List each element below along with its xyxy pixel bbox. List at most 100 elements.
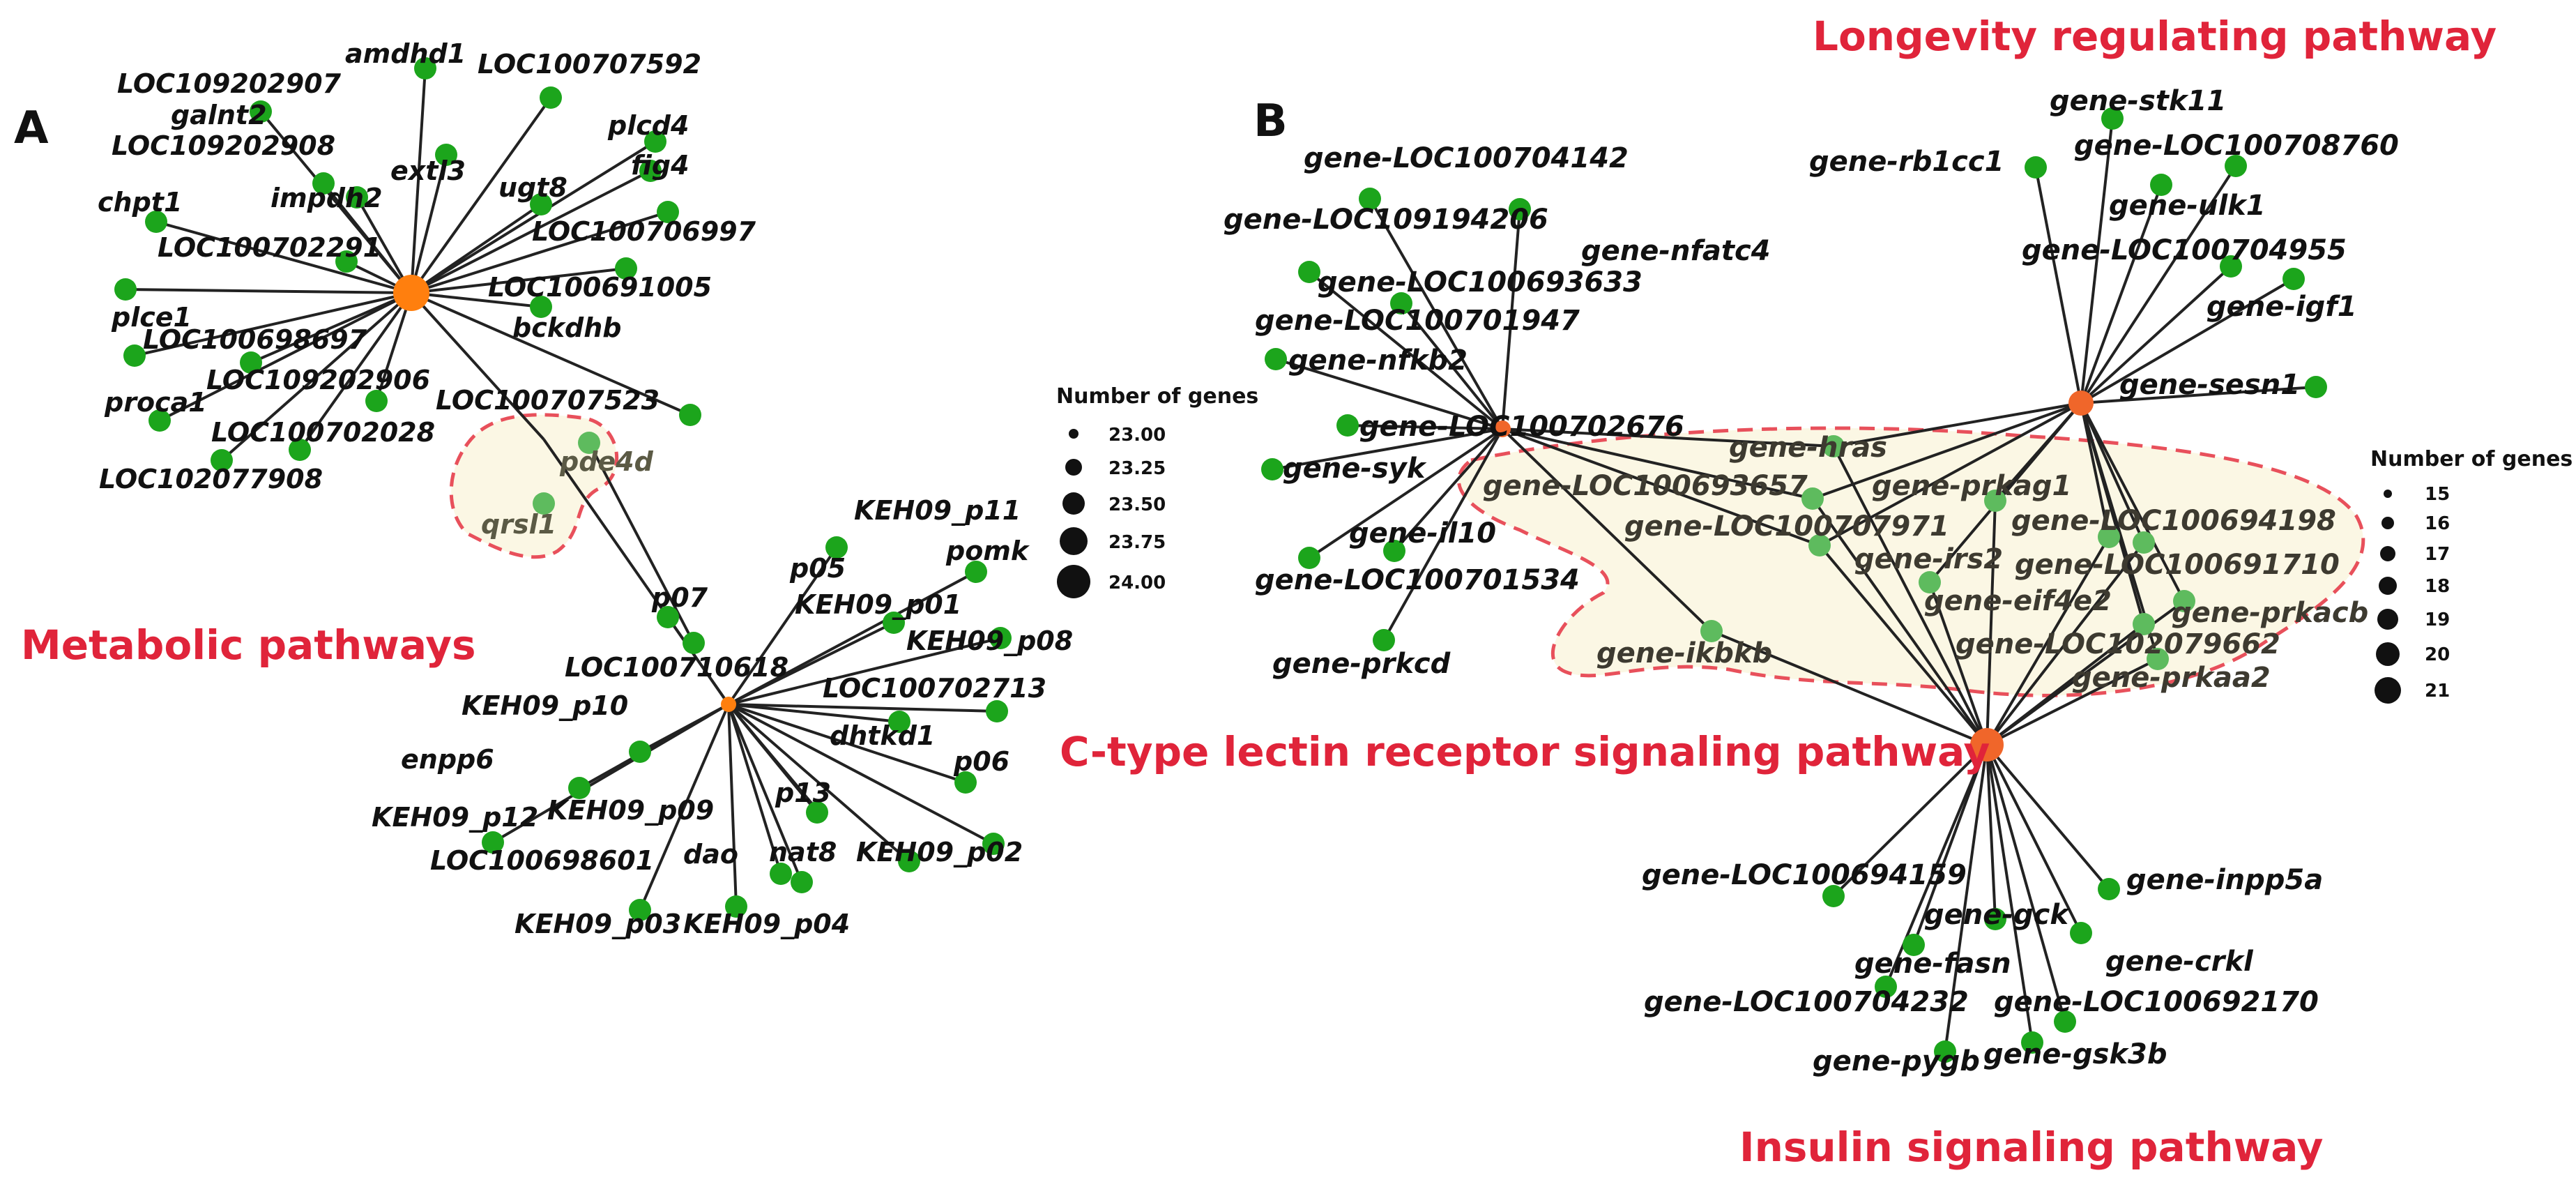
node-il10[interactable] [1383, 540, 1405, 562]
node-ulk1[interactable] [2150, 174, 2172, 196]
label-igf1: gene-igf1 [2207, 291, 2357, 323]
node-gck[interactable] [1984, 908, 2006, 930]
label-ugt8: ugt8 [498, 172, 567, 203]
node-pde4d[interactable] [578, 432, 600, 454]
node-KEH09_p09[interactable] [568, 777, 590, 799]
node-prkcd[interactable] [1373, 629, 1395, 651]
node-crkl[interactable] [2070, 922, 2092, 944]
node-p06[interactable] [954, 771, 977, 794]
node-LOC100702713[interactable] [986, 700, 1008, 722]
hub-node-longevity[interactable] [2068, 391, 2094, 416]
node-syk[interactable] [1261, 458, 1283, 480]
highlight-region-a [449, 413, 619, 559]
hub-node-ctype[interactable] [1494, 420, 1511, 437]
node-plce1[interactable] [114, 278, 137, 301]
node-prkacb[interactable] [2173, 590, 2195, 612]
node-dao[interactable] [791, 871, 813, 893]
node-nfatc4[interactable] [1509, 198, 1531, 220]
node-prkaa2[interactable] [2147, 648, 2169, 670]
node-KEH09_p03[interactable] [629, 899, 651, 921]
node-ikbkb[interactable] [1700, 620, 1723, 642]
node-LOC100691710[interactable] [2133, 531, 2155, 554]
label-KEH09_p03: KEH09_p03 [515, 909, 681, 939]
node-LOC109194206[interactable] [1298, 261, 1320, 283]
node-fasn[interactable] [1903, 934, 1925, 956]
node-hras[interactable] [1822, 435, 1845, 457]
legend-b: Number of genes 15 16 17 18 19 20 21 [2370, 447, 2573, 704]
node-dhtkd1[interactable] [888, 711, 910, 733]
node-LOC100692170[interactable] [2054, 1010, 2076, 1033]
node-LOC100691005[interactable] [615, 257, 637, 280]
node-fig4[interactable] [644, 130, 666, 153]
node-LOC100701534[interactable] [1298, 547, 1320, 569]
node-KEH09_p01[interactable] [883, 612, 905, 634]
node-p07[interactable] [657, 606, 679, 628]
node-LOC100702028[interactable] [289, 439, 311, 461]
node-LOC100707592[interactable] [540, 86, 562, 109]
node-amdhd1[interactable] [414, 57, 436, 79]
node-extl3[interactable] [435, 144, 457, 166]
node-LOC100694198[interactable] [2098, 526, 2120, 548]
node-LOC109202906[interactable] [240, 351, 262, 374]
node-pomk[interactable] [965, 561, 987, 583]
node-LOC100698601[interactable] [482, 831, 504, 854]
label-inpp5a: gene-inpp5a [2126, 864, 2323, 896]
hub-node-insulin[interactable] [1970, 728, 2004, 762]
node-LOC100698697[interactable] [123, 344, 146, 367]
node-LOC100708760[interactable] [2225, 155, 2247, 177]
node-plcd4[interactable] [639, 160, 662, 182]
node-LOC100693633[interactable] [1390, 292, 1412, 315]
node-pygb[interactable] [1934, 1040, 1956, 1063]
node-LOC100704232[interactable] [1875, 976, 1897, 998]
node-LOC100704142[interactable] [1359, 188, 1381, 210]
node-KEH09_p02[interactable] [898, 850, 920, 872]
node-LOC102077908[interactable] [211, 449, 233, 471]
node-galnt2[interactable] [250, 100, 272, 123]
hub-node-metabolic[interactable] [393, 275, 429, 311]
node-KEH09_p08[interactable] [989, 627, 1012, 649]
label-LOC100708760: gene-LOC100708760 [2074, 130, 2399, 162]
node-inpp5a[interactable] [2098, 878, 2120, 900]
node-KEH09_p10[interactable] [629, 741, 651, 763]
node-LOC100704955[interactable] [2220, 255, 2242, 278]
label-KEH09_p04: KEH09_p04 [683, 909, 850, 939]
node-ugt8[interactable] [530, 193, 552, 215]
node-LOC100707971[interactable] [1808, 534, 1831, 556]
hub-node-metabolic-2[interactable] [721, 697, 736, 712]
node-nfkb2[interactable] [1265, 348, 1287, 370]
nodes-b [1261, 107, 2327, 1063]
label-plce1: plce1 [111, 302, 192, 333]
label-plcd4: plcd4 [607, 110, 689, 141]
node-qrsl1[interactable] [533, 492, 555, 515]
node-LOC100702291[interactable] [335, 250, 358, 273]
label-KEH09_p02: KEH09_p02 [856, 837, 1023, 867]
node-LOC109202908[interactable] [346, 186, 368, 209]
node-gsk3b[interactable] [2021, 1031, 2043, 1054]
node-LOC100693657[interactable] [1801, 487, 1824, 510]
node-sesn1[interactable] [2305, 376, 2327, 398]
node-LOC102079662[interactable] [2133, 613, 2155, 635]
label-dhtkd1: dhtkd1 [830, 720, 935, 751]
label-LOC109202906: LOC109202906 [206, 365, 430, 395]
node-prkag1[interactable] [1984, 490, 2006, 512]
node-p05[interactable] [825, 536, 848, 559]
node-rb1cc1[interactable] [2025, 156, 2047, 179]
node-chpt1[interactable] [145, 211, 167, 233]
node-LOC100701947[interactable] [1336, 414, 1359, 437]
node-igf1[interactable] [2282, 268, 2305, 290]
label-KEH09_p01: KEH09_p01 [795, 589, 961, 620]
node-eif4e2[interactable] [1919, 571, 1941, 593]
node-impdh2[interactable] [312, 172, 335, 195]
node-LOC100694159[interactable] [1822, 885, 1845, 907]
node-extra-a [679, 404, 701, 426]
node-LOC100706997[interactable] [657, 201, 679, 223]
node-LOC100710618[interactable] [683, 632, 705, 654]
node-stk11[interactable] [2101, 107, 2124, 130]
node-bckdhb[interactable] [530, 296, 552, 318]
node-proca1[interactable] [148, 409, 171, 432]
node-KEH09_p04[interactable] [725, 895, 747, 918]
node-nat8[interactable] [770, 863, 792, 885]
node-LOC100707523[interactable] [365, 390, 388, 412]
node-p13[interactable] [806, 801, 828, 824]
